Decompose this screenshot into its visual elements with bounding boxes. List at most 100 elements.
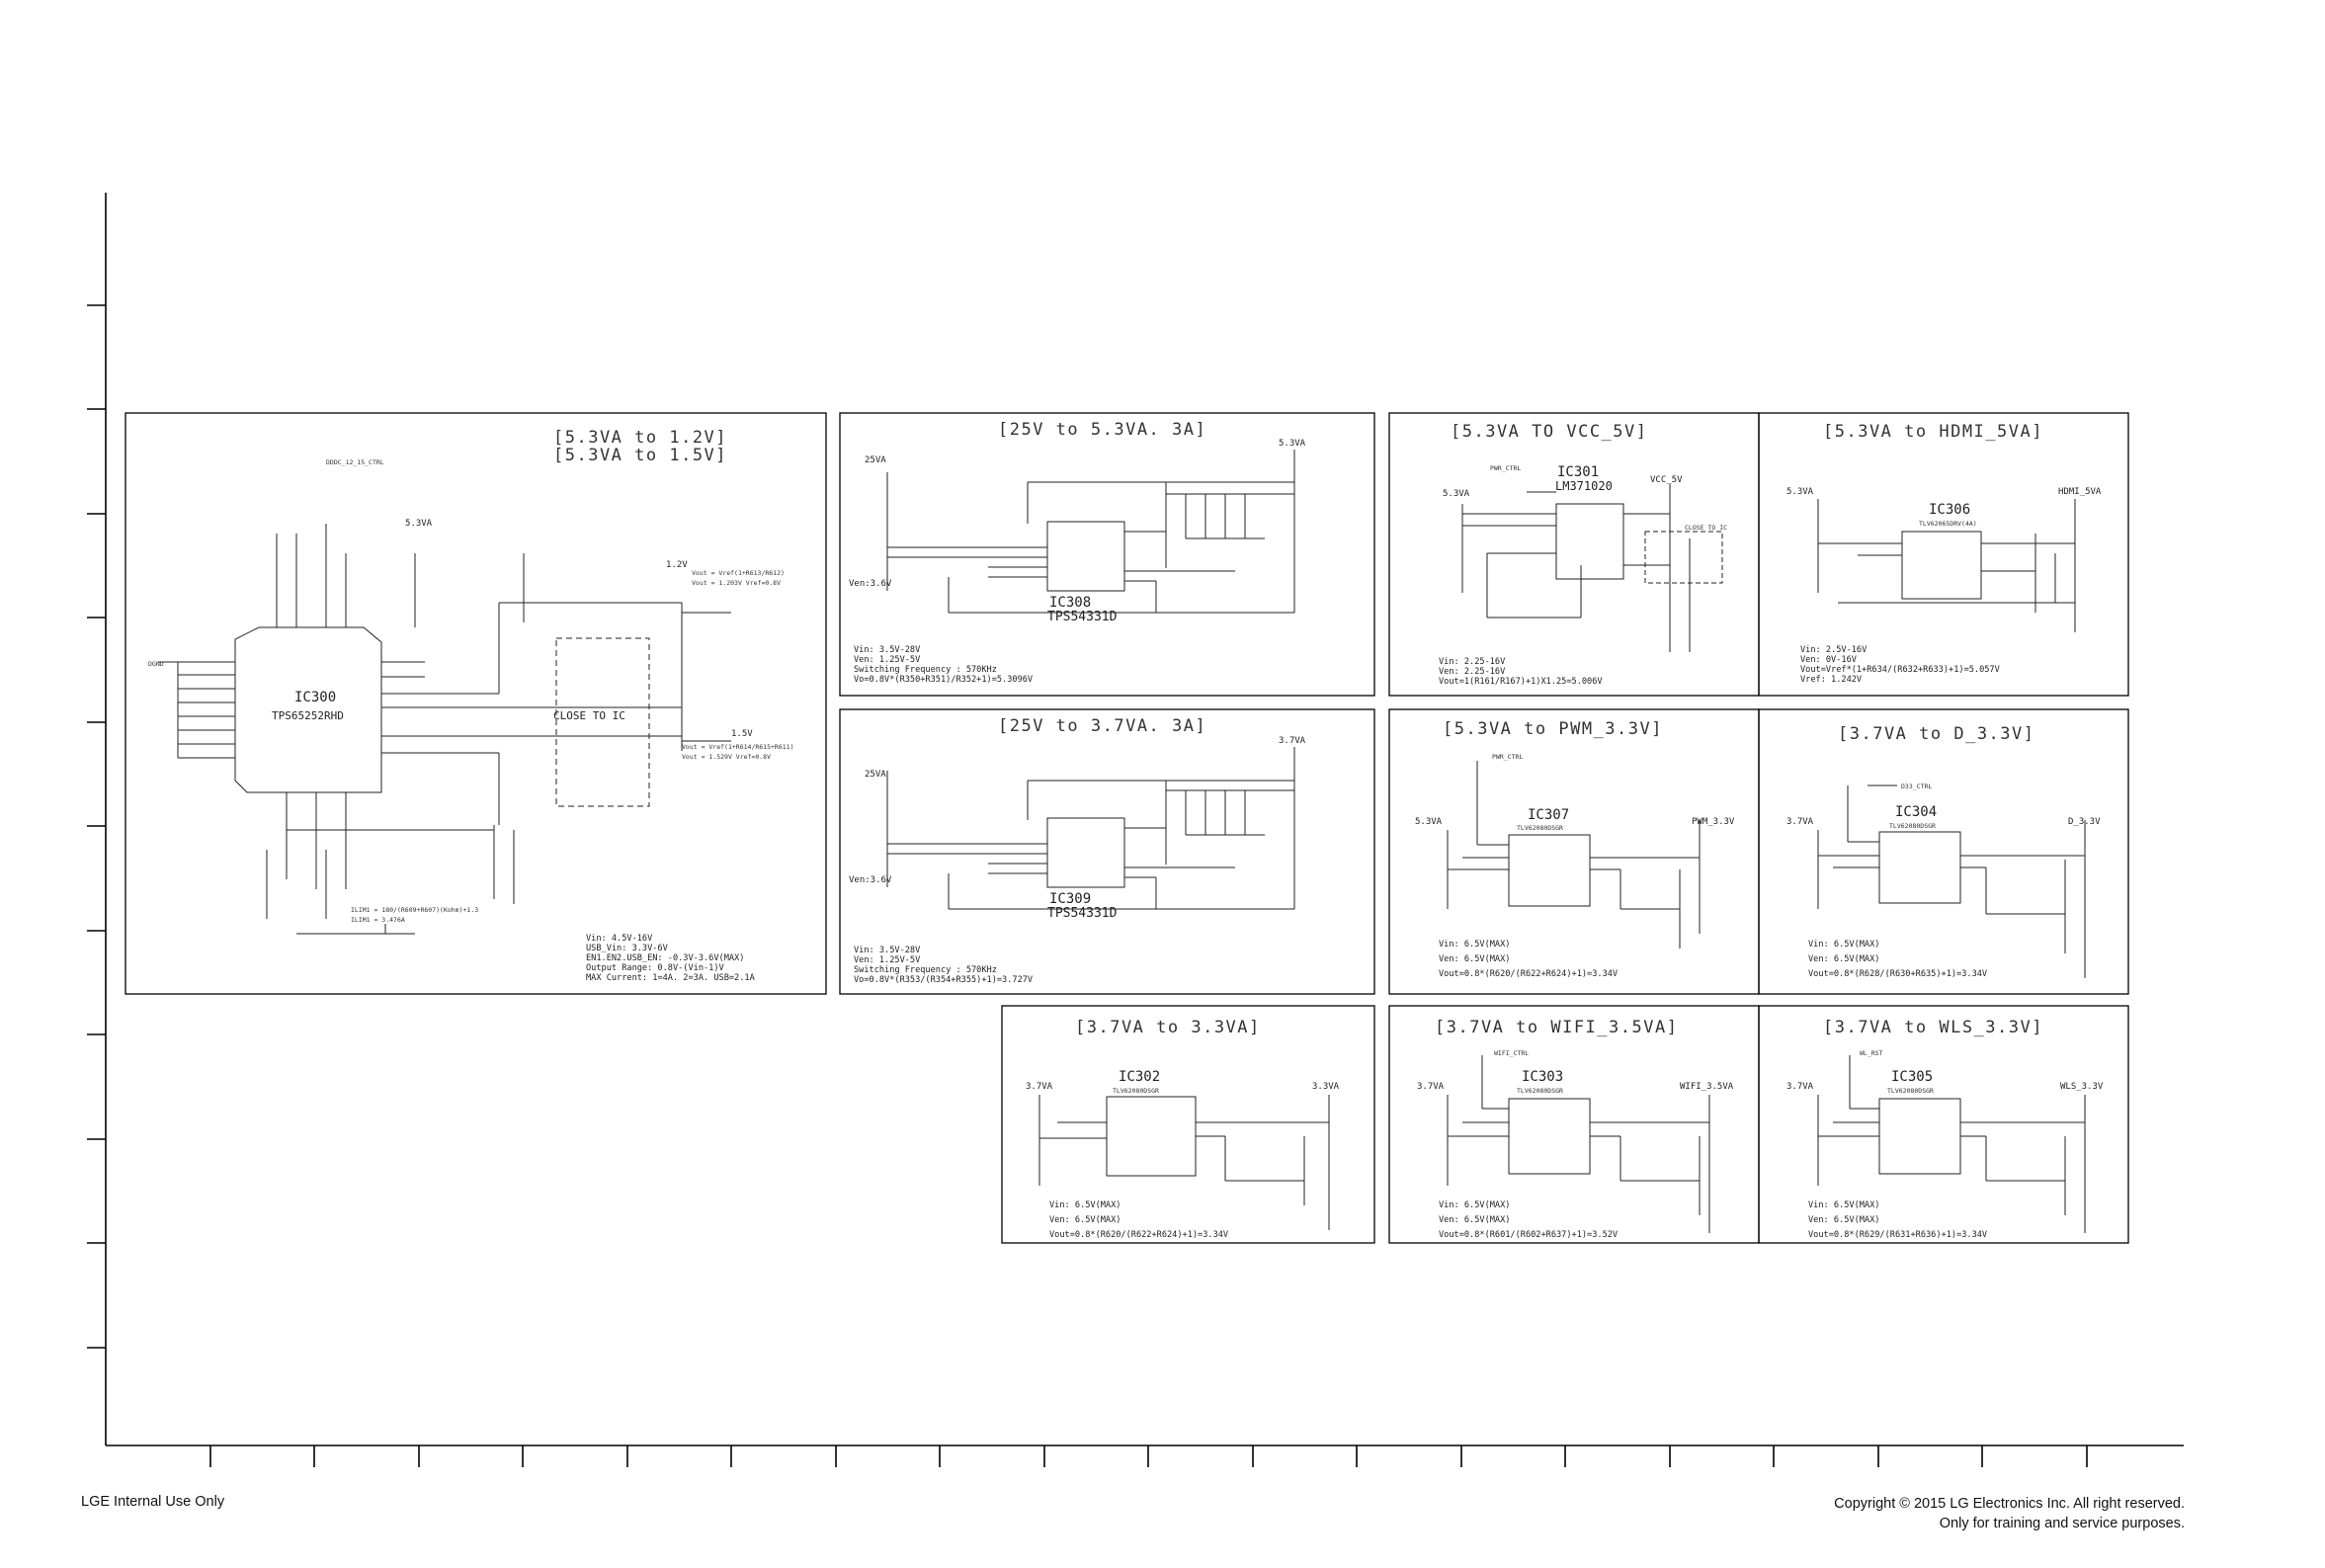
net-label-input: 25VA <box>865 770 886 780</box>
block-ic304: [3.7VA to D_3.3V] IC304 TLV62080DSGR 3.7… <box>1758 708 2129 995</box>
ic-part-number: TLV62080DSGR <box>1113 1087 1159 1095</box>
net-label-output: WLS_3.3V <box>2060 1082 2104 1092</box>
spec-note: Ven: 6.5V(MAX) <box>1808 1215 1879 1225</box>
ic-part-number: TLV62080DSGR <box>1517 1087 1563 1095</box>
net-label-input: 5.3VA <box>405 519 433 529</box>
ic-part-number: TLV62080DSGR <box>1887 1087 1934 1095</box>
spec-note: Ven: 6.5V(MAX) <box>1049 1215 1121 1225</box>
block-ic305: [3.7VA to WLS_3.3V] IC305 TLV62080DSGR 3… <box>1758 1005 2129 1244</box>
spec-note: Vin: 6.5V(MAX) <box>1439 940 1510 949</box>
block-title: [5.3VA to HDMI_5VA] <box>1823 422 2043 442</box>
net-ctrl: PWR_CTRL <box>1490 464 1521 472</box>
block-ic308: [25V to 5.3VA. 3A] IC308 TPS54331D 25VA … <box>839 412 1375 697</box>
spec-note: Vo=0.8V*(R353/(R354+R355)+1)=3.727V <box>854 975 1033 985</box>
spec-note: Vin: 3.5V-28V <box>854 946 920 955</box>
equation-note: Vout = Vref(1+R613/R612) <box>692 569 785 577</box>
net-label-input: 3.7VA <box>1786 1082 1814 1092</box>
block-ic306: [5.3VA to HDMI_5VA] IC306 TLV62065DRV(4A… <box>1758 412 2129 697</box>
enable-voltage-label: Ven:3.6V <box>849 875 892 885</box>
spec-note: Ven: 1.25V-5V <box>854 955 920 965</box>
block-ic309: [25V to 3.7VA. 3A] IC309 TPS54331D 25VA … <box>839 708 1375 995</box>
equation-note: ILIM1 = 180/(R609+R607)(Kohm)+1.3 <box>351 906 478 914</box>
spec-note: Vin: 6.5V(MAX) <box>1439 1200 1510 1210</box>
net-label-output: WIFI_3.5VA <box>1680 1082 1734 1092</box>
block-title: [5.3VA to PWM_3.3V] <box>1443 719 1663 739</box>
block-title: [25V to 5.3VA. 3A] <box>998 420 1206 440</box>
ic-part-number: TLV62080DSGR <box>1889 822 1936 830</box>
ic-designator: IC300 <box>294 690 336 705</box>
spec-note: Vin: 6.5V(MAX) <box>1808 940 1879 949</box>
spec-note: Vout=0.8*(R629/(R631+R636)+1)=3.34V <box>1808 1230 1987 1240</box>
spec-note: USB_Vin: 3.3V-6V <box>586 944 668 953</box>
net-label-output: D_3.3V <box>2068 817 2101 827</box>
copyright-line: Copyright © 2015 LG Electronics Inc. All… <box>1834 1496 2185 1512</box>
net-label-input: 3.7VA <box>1786 817 1814 827</box>
net-ctrl: DDDC_12_15_CTRL <box>326 458 384 466</box>
spec-note: Ven: 0V-16V <box>1800 655 1857 665</box>
net-label-output: HDMI_5VA <box>2058 487 2102 497</box>
equation-note: Vout = Vref(1+R614/R615+R611) <box>682 743 794 751</box>
internal-use-label: LGE Internal Use Only <box>81 1494 225 1510</box>
ground-label: DGND <box>148 660 164 668</box>
net-label-input: 5.3VA <box>1786 487 1814 497</box>
net-ctrl: WL_RST <box>1860 1049 1883 1057</box>
spec-note: Vin: 3.5V-28V <box>854 645 920 655</box>
ic-designator: IC304 <box>1895 804 1937 820</box>
equation-note: Vout = 1.529V Vref=0.8V <box>682 753 771 761</box>
net-label-output: VCC_5V <box>1650 475 1683 485</box>
spec-note: Vin: 2.25-16V <box>1439 657 1505 667</box>
spec-note: Vout=0.8*(R628/(R630+R635)+1)=3.34V <box>1808 969 1987 979</box>
ic-part-number: TPS54331D <box>1047 610 1118 624</box>
spec-note: Ven: 6.5V(MAX) <box>1439 1215 1510 1225</box>
usage-line: Only for training and service purposes. <box>1939 1516 2185 1531</box>
ic-designator: IC301 <box>1557 464 1599 480</box>
ic-designator: IC309 <box>1049 891 1091 907</box>
block-title: [5.3VA TO VCC_5V] <box>1451 422 1648 442</box>
equation-note: ILIM1 = 3.476A <box>351 916 405 924</box>
spec-note: Vin: 6.5V(MAX) <box>1808 1200 1879 1210</box>
placement-note: CLOSE TO IC <box>1685 524 1727 532</box>
block-subtitle: [5.3VA to 1.5V] <box>553 446 727 465</box>
spec-note: Vin: 4.5V-16V <box>586 934 652 944</box>
copyright-notice: Copyright © 2015 LG Electronics Inc. All… <box>1834 1494 2185 1533</box>
net-label-output: 3.7VA <box>1279 736 1306 746</box>
block-title: [25V to 3.7VA. 3A] <box>998 716 1206 736</box>
spec-note: Switching Frequency : 570KHz <box>854 965 997 975</box>
net-ctrl: D33_CTRL <box>1901 783 1932 790</box>
spec-note: Vo=0.8V*(R350+R351)/R352+1)=5.3096V <box>854 675 1033 685</box>
spec-note: EN1.EN2.USB_EN: -0.3V-3.6V(MAX) <box>586 953 744 963</box>
block-title: [3.7VA to D_3.3V] <box>1838 724 2035 744</box>
spec-note: Vin: 2.5V-16V <box>1800 645 1867 655</box>
spec-note: Ven: 1.25V-5V <box>854 655 920 665</box>
block-ic307: [5.3VA to PWM_3.3V] IC307 TLV62080DSGR 5… <box>1388 708 1760 995</box>
net-label-output-2: 1.5V <box>731 729 753 739</box>
block-title: [3.7VA to 3.3VA] <box>1075 1018 1261 1037</box>
spec-note: MAX Current: 1=4A. 2=3A. USB=2.1A <box>586 973 756 983</box>
net-ctrl: PWR_CTRL <box>1492 753 1523 761</box>
ic-part-number: TLV62080DSGR <box>1517 824 1563 832</box>
block-ic302: [3.7VA to 3.3VA] IC302 TLV62080DSGR 3.7V… <box>1001 1005 1375 1244</box>
spec-note: Vout=0.8*(R620/(R622+R624)+1)=3.34V <box>1439 969 1618 979</box>
spec-note: Vref: 1.242V <box>1800 675 1862 685</box>
net-label-output-1: 1.2V <box>666 560 688 570</box>
net-label-input: 5.3VA <box>1443 489 1470 499</box>
block-ic303: [3.7VA to WIFI_3.5VA] IC303 TLV62080DSGR… <box>1388 1005 1760 1244</box>
ic-designator: IC303 <box>1522 1069 1563 1085</box>
ic-part-number: LM371020 <box>1555 479 1613 493</box>
spec-note: Output Range: 0.8V-(Vin-1)V <box>586 963 724 973</box>
net-label-input: 3.7VA <box>1026 1082 1053 1092</box>
net-label-output: 5.3VA <box>1279 439 1306 449</box>
net-label-output: 3.3VA <box>1312 1082 1340 1092</box>
block-ic301: [5.3VA TO VCC_5V] IC301 LM371020 5.3VA V… <box>1388 412 1760 697</box>
enable-voltage-label: Ven:3.6V <box>849 579 892 589</box>
equation-note: Vout = 1.203V Vref=0.8V <box>692 579 781 587</box>
ic-designator: IC306 <box>1929 502 1970 518</box>
spec-note: Vout=0.8*(R620/(R622+R624)+1)=3.34V <box>1049 1230 1228 1240</box>
spec-note: Vin: 6.5V(MAX) <box>1049 1200 1121 1210</box>
ic-designator: IC302 <box>1119 1069 1160 1085</box>
net-label-input: 3.7VA <box>1417 1082 1445 1092</box>
spec-note: Ven: 6.5V(MAX) <box>1808 954 1879 964</box>
block-title: [3.7VA to WIFI_3.5VA] <box>1435 1018 1678 1037</box>
net-label-output: PWM_3.3V <box>1692 817 1735 827</box>
